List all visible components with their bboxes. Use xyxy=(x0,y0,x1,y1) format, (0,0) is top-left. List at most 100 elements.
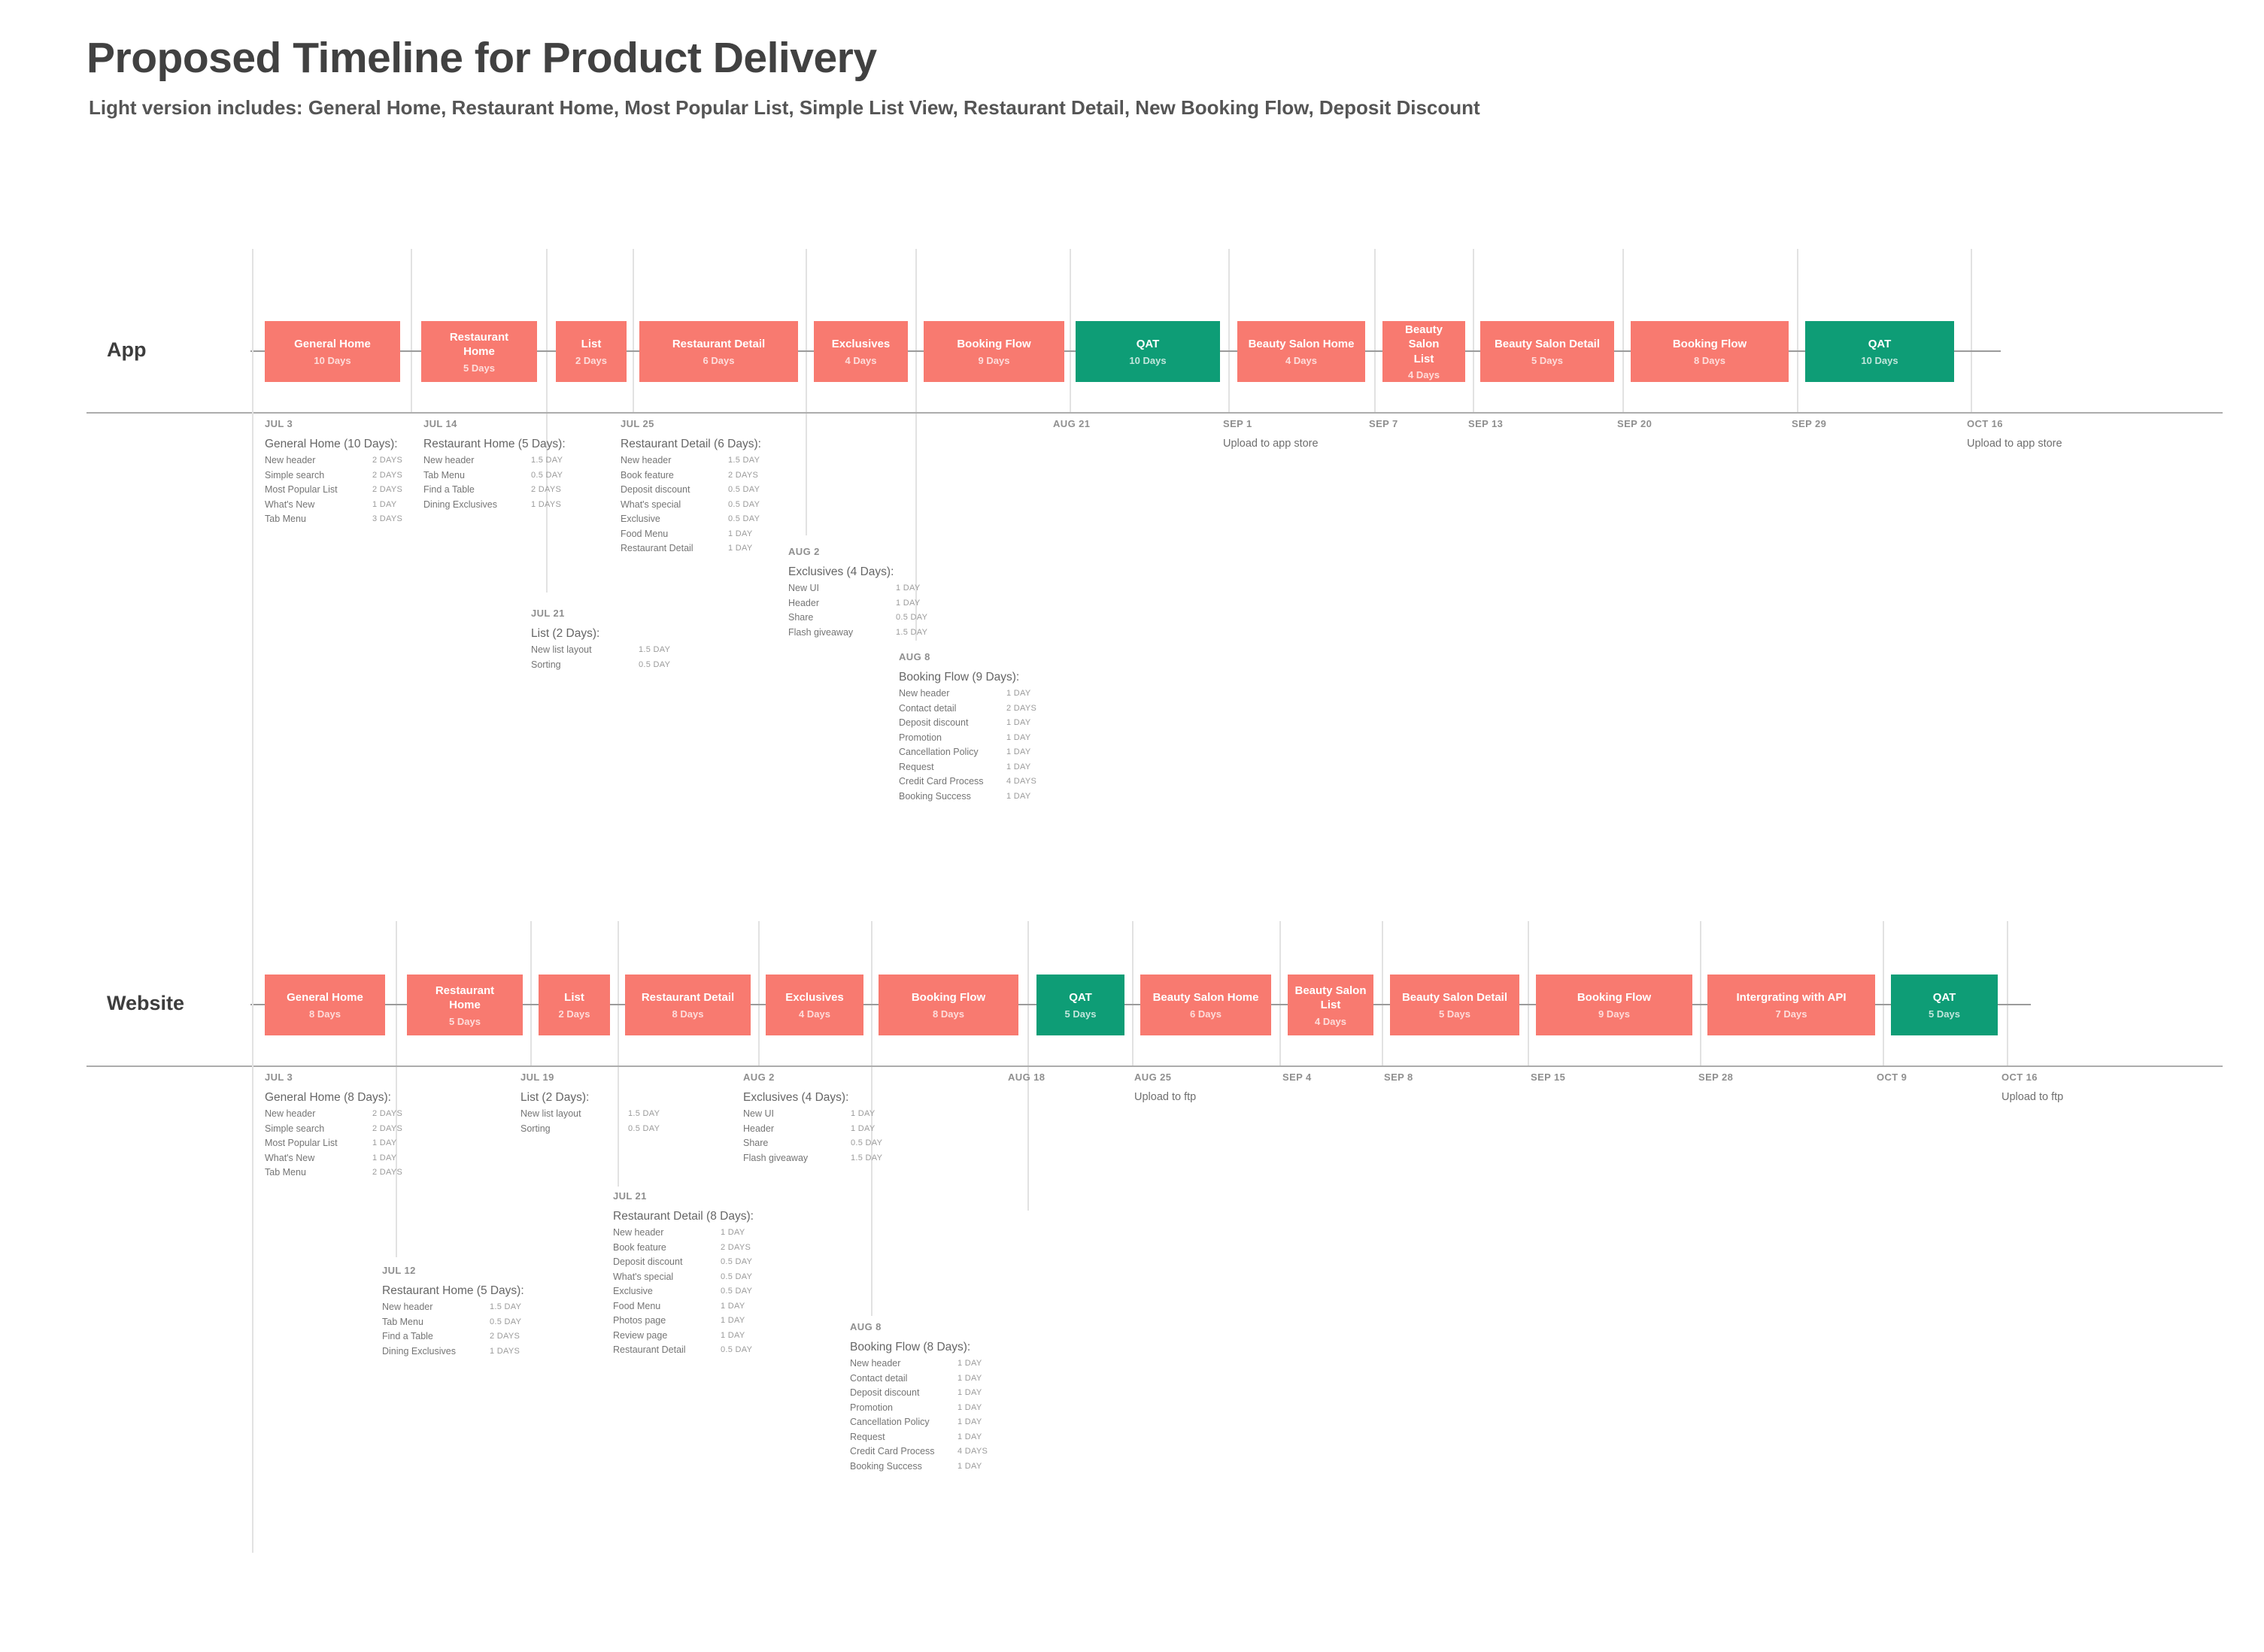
detail-item-name: Dining Exclusives xyxy=(423,499,497,510)
task-name: QAT xyxy=(1932,991,1956,1005)
grid-line-extension xyxy=(396,1065,397,1257)
detail-date: JUL 14 xyxy=(423,418,457,429)
detail-item-name: Exclusive xyxy=(621,514,660,524)
detail-item-value: 1 DAY xyxy=(957,1359,982,1368)
detail-item-name: Review page xyxy=(613,1329,668,1341)
detail-item-name: Promotion xyxy=(899,732,942,743)
detail-title: Exclusives (4 Days): xyxy=(743,1091,849,1104)
detail-item-name: New header xyxy=(423,455,475,465)
task-duration: 7 Days xyxy=(1775,1008,1807,1020)
task-duration: 10 Days xyxy=(1129,354,1167,366)
grid-line xyxy=(1228,249,1230,412)
detail-item-name: New header xyxy=(265,1108,316,1119)
detail-item-value: 2 DAYS xyxy=(372,470,403,480)
task-duration: 5 Days xyxy=(1439,1008,1470,1020)
task-duration: 6 Days xyxy=(703,354,735,366)
milestone-note: Upload to app store xyxy=(1967,438,2062,450)
grid-line xyxy=(1279,921,1281,1065)
task-name: Booking Flow xyxy=(1577,991,1652,1005)
detail-item-name: Contact detail xyxy=(899,702,957,714)
axis-date: OCT 9 xyxy=(1877,1072,1907,1083)
detail-item-value: 2 DAYS xyxy=(372,1123,403,1133)
axis-date: OCT 16 xyxy=(1967,418,2003,429)
grid-line xyxy=(1883,921,1884,1065)
grid-line-extension xyxy=(871,1065,873,1316)
axis-date: AUG 25 xyxy=(1134,1072,1172,1083)
task-duration: 8 Days xyxy=(933,1008,964,1020)
detail-item-name: Sorting xyxy=(520,1123,551,1134)
detail-item-value: 0.5 DAY xyxy=(896,613,928,622)
detail-item-name: Tab Menu xyxy=(423,469,465,480)
detail-item-value: 1.5 DAY xyxy=(896,627,928,637)
axis-date: AUG 21 xyxy=(1053,418,1091,429)
detail-item-value: 1 DAY xyxy=(372,1153,397,1162)
detail-item-value: 0.5 DAY xyxy=(531,470,563,480)
detail-date: AUG 8 xyxy=(899,651,930,662)
detail-item-name: Booking Success xyxy=(899,790,971,802)
task-duration: 8 Days xyxy=(309,1008,341,1020)
grid-line xyxy=(1528,921,1529,1065)
axis-line xyxy=(86,412,2223,414)
detail-item-name: New UI xyxy=(788,583,819,593)
task-name: QAT xyxy=(1136,338,1160,351)
detail-item-name: Find a Table xyxy=(382,1331,433,1341)
detail-item-value: 0.5 DAY xyxy=(728,485,760,494)
detail-item-name: Most Popular List xyxy=(265,1138,338,1148)
detail-title: General Home (10 Days): xyxy=(265,438,398,450)
task-duration: 9 Days xyxy=(978,354,1010,366)
detail-item-name: What's New xyxy=(265,1152,315,1163)
row-label-website: Website xyxy=(107,992,185,1014)
detail-item-name: New list layout xyxy=(520,1108,581,1119)
detail-item-value: 2 DAYS xyxy=(372,456,403,465)
detail-item-name: Header xyxy=(788,597,819,608)
task-name: List xyxy=(564,991,584,1005)
detail-item-name: Find a Table xyxy=(423,484,475,495)
grid-line xyxy=(396,921,397,1065)
detail-item-value: 2 DAYS xyxy=(1006,703,1037,713)
frame-line xyxy=(252,249,253,1553)
milestone-note: Upload to app store xyxy=(1223,438,1319,450)
axis-date: SEP 28 xyxy=(1698,1072,1734,1083)
detail-item-value: 2 DAYS xyxy=(372,1168,403,1177)
task-name: General Home xyxy=(294,338,371,351)
axis-date: SEP 7 xyxy=(1369,418,1398,429)
task-name: Booking Flow xyxy=(957,338,1031,351)
grid-line xyxy=(633,249,634,412)
detail-date: JUL 25 xyxy=(621,418,654,429)
axis-date: SEP 8 xyxy=(1384,1072,1413,1083)
detail-item-value: 2 DAYS xyxy=(372,485,403,494)
detail-item-value: 1 DAY xyxy=(372,1138,397,1147)
task-name: Beauty Salon Home xyxy=(1152,991,1259,1005)
axis-line xyxy=(86,1065,2223,1067)
detail-date: JUL 3 xyxy=(265,1072,293,1083)
detail-item-name: Food Menu xyxy=(613,1300,661,1311)
detail-item-name: Tab Menu xyxy=(382,1316,423,1327)
grid-line xyxy=(2007,921,2008,1065)
detail-item-value: 4 DAYS xyxy=(1006,777,1037,786)
detail-item-value: 2 DAYS xyxy=(372,1109,403,1118)
detail-item-name: Credit Card Process xyxy=(899,776,984,787)
milestone-note: Upload to ftp xyxy=(2001,1091,2064,1103)
detail-item-value: 0.5 DAY xyxy=(628,1123,660,1133)
detail-item-value: 1.5 DAY xyxy=(490,1302,522,1311)
task-duration: 4 Days xyxy=(1315,1015,1346,1027)
detail-item-name: Simple search xyxy=(265,1123,325,1134)
grid-line-extension xyxy=(546,412,548,593)
detail-item-name: Restaurant Detail xyxy=(613,1344,686,1355)
detail-item-name: Request xyxy=(850,1431,885,1442)
detail-item-name: Header xyxy=(743,1123,774,1134)
detail-item-value: 1.5 DAY xyxy=(728,456,760,465)
grid-line xyxy=(1473,249,1474,412)
grid-line xyxy=(411,249,412,412)
detail-item-value: 1 DAY xyxy=(721,1301,745,1311)
task-duration: 4 Days xyxy=(799,1008,830,1020)
grid-line xyxy=(1027,921,1029,1065)
detail-title: Booking Flow (8 Days): xyxy=(850,1341,971,1353)
